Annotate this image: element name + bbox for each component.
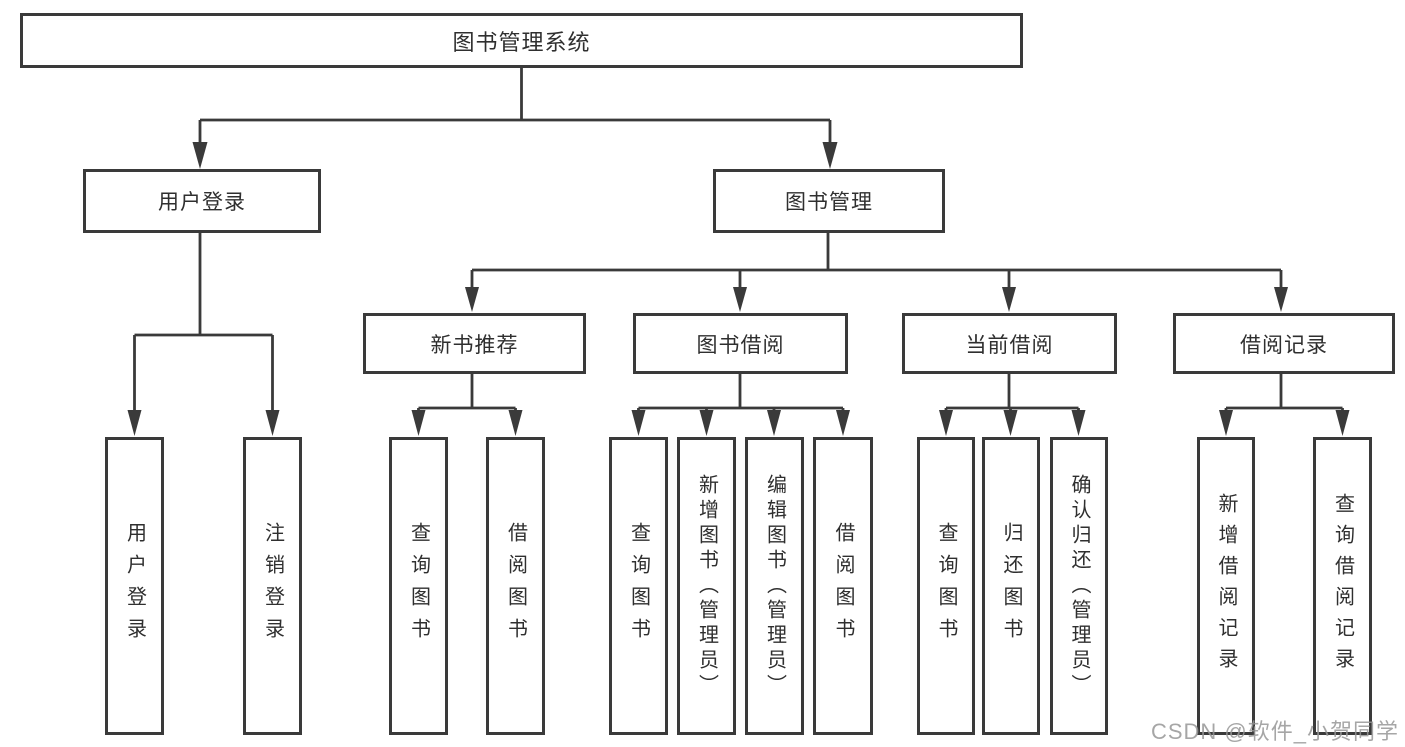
node-label: 归还图书: [1000, 522, 1022, 650]
node-label: 借阅记录: [1240, 333, 1328, 357]
leaf-edit-books-admin: 编辑图书（管理员）: [745, 437, 804, 735]
node-label: 编辑图书（管理员）: [763, 473, 786, 699]
node-label: 新书推荐: [430, 333, 519, 357]
leaf-borrow-books-recommend: 借阅图书: [486, 437, 545, 735]
node-label: 查询图书: [407, 522, 430, 650]
node-current-borrowing: 当前借阅: [902, 313, 1117, 374]
arrowheads: [127, 142, 1350, 436]
node-book-management: 图书管理: [713, 169, 945, 233]
node-label: 用户登录: [123, 522, 146, 650]
node-label: 查询图书: [627, 522, 650, 650]
node-label: 当前借阅: [965, 333, 1054, 357]
node-borrowing-records: 借阅记录: [1173, 313, 1395, 374]
node-book-borrowing: 图书借阅: [633, 313, 848, 374]
node-new-book-recommendation: 新书推荐: [363, 313, 586, 374]
node-label: 用户登录: [158, 191, 246, 214]
node-library-management-system: 图书管理系统: [20, 13, 1023, 68]
node-label: 确认归还（管理员）: [1068, 473, 1090, 699]
node-label: 图书管理: [785, 191, 873, 214]
node-label: 借阅图书: [832, 522, 854, 650]
node-label: 注销登录: [261, 522, 284, 650]
node-user-login: 用户登录: [83, 169, 321, 233]
leaf-borrow-books-borrowing: 借阅图书: [813, 437, 873, 735]
node-label: 新增图书（管理员）: [695, 473, 718, 699]
leaf-add-borrow-record: 新增借阅记录: [1197, 437, 1255, 735]
leaf-query-borrow-record: 查询借阅记录: [1313, 437, 1372, 735]
node-label: 查询图书: [935, 522, 957, 650]
leaf-add-books-admin: 新增图书（管理员）: [677, 437, 736, 735]
node-label: 图书管理系统: [452, 29, 591, 55]
node-label: 新增借阅记录: [1215, 493, 1237, 679]
node-label: 查询借阅记录: [1331, 493, 1354, 679]
node-label: 图书借阅: [696, 333, 785, 357]
node-label: 借阅图书: [504, 522, 527, 650]
leaf-query-books-recommend: 查询图书: [389, 437, 448, 735]
leaf-confirm-return-admin: 确认归还（管理员）: [1050, 437, 1108, 735]
leaf-logout: 注销登录: [243, 437, 302, 735]
leaf-return-books: 归还图书: [982, 437, 1040, 735]
leaf-query-books-borrowing: 查询图书: [609, 437, 668, 735]
leaf-user-login: 用户登录: [105, 437, 164, 735]
leaf-query-books-current: 查询图书: [917, 437, 975, 735]
csdn-watermark: CSDN @软件_小贺同学: [1150, 719, 1399, 744]
